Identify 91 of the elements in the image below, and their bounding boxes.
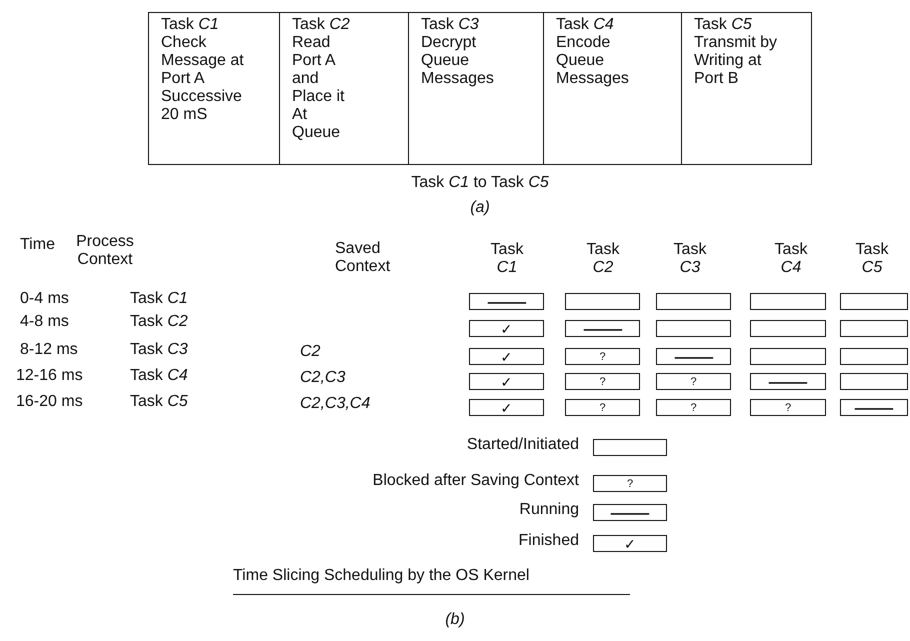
status-box (750, 373, 826, 390)
status-mark: ? (599, 402, 606, 414)
status-box (656, 373, 731, 390)
table-cell: Task C5 (130, 393, 188, 411)
table-cell: 8-12 ms (20, 341, 78, 359)
task-text: Decrypt Queue Messages (421, 34, 495, 88)
status-box (750, 293, 826, 310)
task-text: Transmit by Writing at Port B (694, 34, 778, 88)
status-box (469, 348, 544, 365)
table-cell: C2,C3,C4 (300, 395, 370, 413)
status-mark: — (610, 506, 650, 520)
status-mark: — (583, 322, 622, 336)
status-box (656, 320, 731, 337)
status-box (750, 399, 826, 416)
status-box (565, 293, 640, 310)
status-box (469, 320, 544, 337)
status-box (840, 399, 908, 416)
legend-sample-box (593, 504, 667, 521)
table-cell: 16-20 ms (16, 393, 83, 411)
column-header: Task C2 (586, 241, 620, 277)
task-text: Task C4 (556, 16, 615, 34)
status-label: Blocked after Saving Context (372, 472, 579, 490)
status-mark: — (487, 294, 526, 308)
status-mark: ? (626, 478, 634, 490)
task-box (543, 12, 681, 165)
task-box (279, 12, 408, 165)
status-mark: ✓ (500, 350, 512, 362)
table-cell: 0-4 ms (20, 290, 69, 308)
status-mark: ? (690, 376, 697, 388)
status-box (750, 348, 826, 365)
caption: Task C1 to Task C5 (411, 174, 549, 192)
task-text: Task C5 (694, 16, 753, 34)
status-label: Started/Initiated (466, 436, 579, 454)
status-box (656, 293, 731, 310)
status-box (469, 373, 544, 390)
column-header: Time (20, 236, 55, 254)
column-header: Process Context (75, 233, 135, 269)
status-mark: ✓ (500, 376, 512, 388)
table-cell: 12-16 ms (16, 367, 83, 385)
figure-label: (b) (445, 611, 465, 629)
column-header: Task C4 (774, 241, 808, 277)
status-box (656, 399, 731, 416)
status-box (565, 399, 640, 416)
status-mark: — (768, 374, 808, 388)
status-box (656, 348, 731, 365)
status-label: Finished (518, 532, 579, 550)
task-text: Check Message at Port A Successive 20 mS (161, 34, 245, 124)
status-mark: ✓ (624, 538, 636, 550)
status-mark: ✓ (500, 322, 512, 334)
caption: Time Slicing Scheduling by the OS Kernel (233, 567, 630, 595)
task-text: Task C1 (161, 16, 220, 34)
task-text: Read Port A and Place it At Queue (292, 34, 346, 142)
status-mark: — (854, 400, 894, 414)
status-mark: ? (599, 376, 606, 388)
status-mark: ? (784, 402, 792, 414)
status-mark: ? (690, 402, 697, 414)
status-box (565, 373, 640, 390)
status-box (469, 399, 544, 416)
table-cell: 4-8 ms (20, 313, 69, 331)
column-header: Saved Context (335, 240, 392, 276)
status-mark: ✓ (500, 402, 512, 414)
task-box (148, 12, 279, 165)
column-header: Task C5 (854, 241, 890, 277)
legend-sample-box (593, 475, 667, 492)
status-box (565, 320, 640, 337)
status-box (565, 348, 640, 365)
table-cell: Task C3 (130, 341, 188, 359)
status-box (750, 320, 826, 337)
status-box (840, 293, 908, 310)
status-label: Running (519, 501, 579, 519)
column-header: Task C3 (672, 241, 708, 277)
table-cell: Task C4 (130, 367, 188, 385)
task-box (681, 12, 812, 165)
status-box (840, 348, 908, 365)
table-cell: C2,C3 (300, 369, 346, 387)
task-text: Task C2 (292, 16, 351, 34)
task-text: Task C3 (421, 16, 480, 34)
status-mark: ? (599, 350, 606, 362)
legend-sample-box (593, 535, 667, 552)
status-box (840, 373, 908, 390)
task-box (408, 12, 543, 165)
status-box (469, 293, 544, 310)
table-cell: Task C1 (130, 290, 188, 308)
table-cell: Task C2 (130, 313, 188, 331)
status-mark: — (674, 350, 713, 364)
task-text: Encode Queue Messages (556, 34, 630, 88)
table-cell: C2 (300, 343, 320, 361)
status-box (840, 320, 908, 337)
figure-label: (a) (470, 199, 490, 217)
column-header: Task C1 (490, 241, 524, 277)
legend-sample-box (593, 439, 667, 456)
